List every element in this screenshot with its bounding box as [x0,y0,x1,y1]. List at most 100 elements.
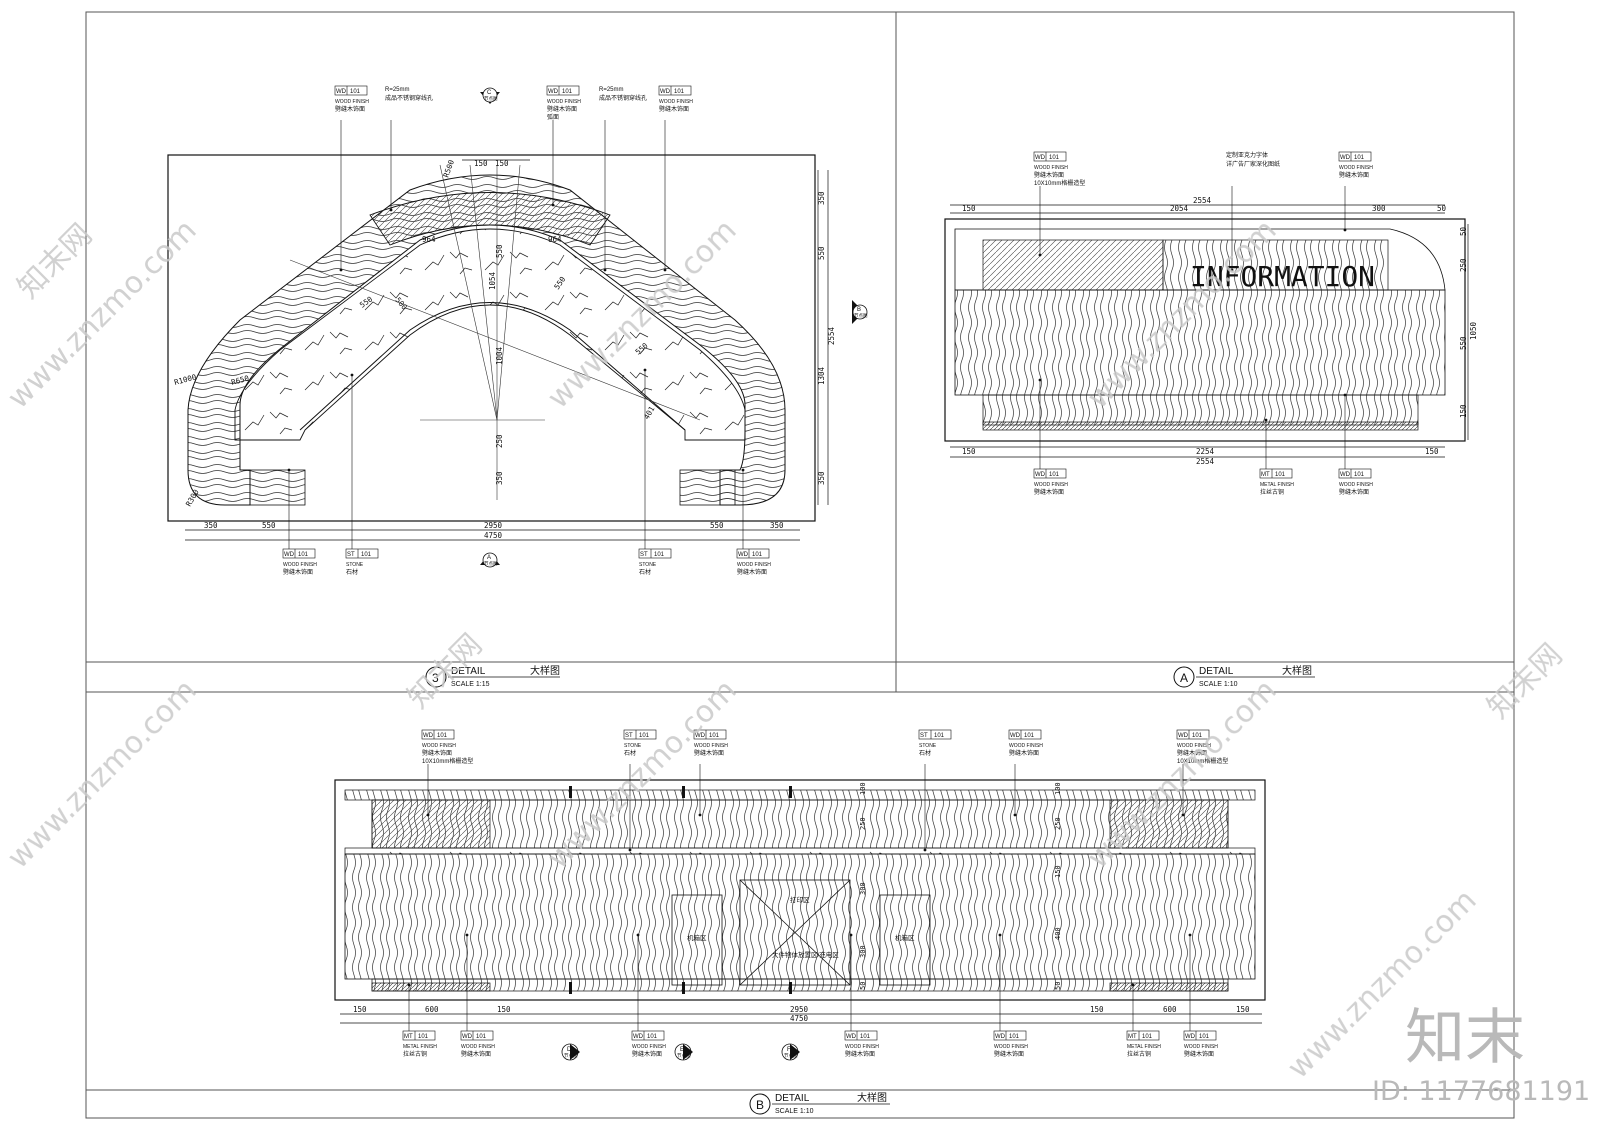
elevB-dim-4: 4750 [790,1014,809,1023]
svg-text:石材: 石材 [919,749,931,757]
svg-text:D: D [567,1047,572,1053]
svg-text:WD: WD [1035,155,1046,161]
elevA-dim-b2: 150 [1425,447,1439,456]
svg-text:WOOD FINISH: WOOD FINISH [1034,165,1068,171]
elevA-dim-t3: 300 [1372,204,1386,213]
svg-text:WOOD FINISH: WOOD FINISH [1339,165,1373,171]
elevA-dim-b3: 2554 [1196,457,1215,466]
elevB-inner-7: 50 [859,982,867,990]
elevA-dim-b1: 2254 [1196,447,1215,456]
plan-desk-outer [187,174,786,506]
plan-inner-1: 964 [548,235,562,244]
sheet-frame [85,11,1515,1119]
svg-text:R=25mm: R=25mm [385,87,410,93]
plan-dim-b4: 550 [710,521,724,530]
elevB-section-e: E 节点图 [674,1043,693,1061]
svg-text:WD: WD [846,1034,857,1040]
svg-text:MT: MT [1128,1034,1137,1040]
watermark-id: ID: 1177681191 [1372,1076,1590,1107]
svg-text:101: 101 [860,1034,871,1040]
svg-text:WD: WD [660,89,671,95]
elevB-inner-8: 400 [1054,927,1062,940]
svg-text:劈缝木饰面: 劈缝木饰面 [1339,488,1369,496]
plan-inner-edge [299,302,686,431]
svg-text:10X10mm格栅造型: 10X10mm格栅造型 [1177,757,1228,765]
svg-text:A: A [487,555,491,561]
watermark-brand-2: 知末网 [1481,637,1569,725]
elevB-inner-1: 250 [859,817,867,830]
svg-text:101: 101 [934,733,945,739]
elevA-dim-t0: 2554 [1193,196,1212,205]
svg-text:劈缝木饰面: 劈缝木饰面 [994,1050,1024,1058]
svg-text:STONE: STONE [624,743,642,749]
elevB-section-d: D 节点图 [561,1043,580,1061]
svg-text:拉丝古铜: 拉丝古铜 [1127,1050,1151,1058]
svg-text:101: 101 [1142,1034,1153,1040]
title-block-a: A DETAIL 大样图 SCALE 1:10 [1173,664,1315,688]
svg-text:101: 101 [1354,472,1365,478]
plan-desk-stone [234,228,746,441]
svg-text:SCALE 1:15: SCALE 1:15 [451,681,490,688]
svg-text:ST: ST [625,733,633,739]
svg-text:劈缝木饰面: 劈缝木饰面 [737,568,767,576]
plan-inner-7: 350 [495,471,504,485]
elevB-dim-1: 600 [425,1005,439,1014]
elevation-b: 打印区 机箱区 机箱区 大件物体放置区/充电区 150 600 150 2950… [334,779,1266,1061]
svg-text:101: 101 [752,552,763,558]
svg-text:WD: WD [1340,155,1351,161]
elevB-inner-4: 300 [859,882,867,895]
svg-text:节点图: 节点图 [784,1053,798,1059]
svg-text:定制亚克力字体: 定制亚克力字体 [1226,151,1268,159]
svg-text:101: 101 [647,1034,658,1040]
elevB-inner-3: 250 [1054,817,1062,830]
elevation-a: INFORMATION 2554 150 2054 300 50 150 225… [944,196,1478,466]
svg-text:劈缝木饰面: 劈缝木饰面 [1339,171,1369,179]
plan-dim-r2: 2554 [827,326,836,345]
elevA-dim-b0: 150 [962,447,976,456]
svg-text:101: 101 [1275,472,1286,478]
plan-dim-r3: 1304 [817,366,826,385]
svg-text:WOOD FINISH: WOOD FINISH [694,743,728,749]
svg-text:DETAIL: DETAIL [1199,666,1234,677]
elevB-dim-0: 150 [353,1005,367,1014]
svg-text:ST: ST [347,552,355,558]
plan-dim-t1: 150 [495,159,509,168]
title-block-b: B DETAIL 大样图 SCALE 1:10 [749,1091,890,1115]
svg-text:WD: WD [738,552,749,558]
svg-text:劈缝木饰面: 劈缝木饰面 [1034,171,1064,179]
elevB-frame [334,779,1266,1001]
elevA-dim-r0: 50 [1459,226,1468,236]
svg-text:C: C [487,90,492,96]
svg-text:ST: ST [640,552,648,558]
svg-text:劈缝木饰面: 劈缝木饰面 [632,1050,662,1058]
elevB-section-f: F 节点图 [781,1043,800,1061]
plan-dim-b3: 4750 [484,531,503,540]
svg-text:劈缝木饰面: 劈缝木饰面 [283,568,313,576]
elevA-dim-t2: 2054 [1170,204,1189,213]
svg-text:WOOD FINISH: WOOD FINISH [547,99,581,105]
plan-inner-6: 250 [495,434,504,448]
elevA-information-text: INFORMATION [1190,260,1375,293]
plan-inner-5: 1004 [495,346,504,365]
svg-text:劈缝木饰面: 劈缝木饰面 [335,105,365,113]
svg-text:劈缝木饰面: 劈缝木饰面 [461,1050,491,1058]
svg-text:WD: WD [336,89,347,95]
svg-text:大样图: 大样图 [1282,664,1312,677]
watermark-site-4: www.znzmo.com [1,673,204,876]
svg-text:101: 101 [298,552,309,558]
title-block-3: 3 DETAIL 大样图 SCALE 1:15 [425,664,560,688]
